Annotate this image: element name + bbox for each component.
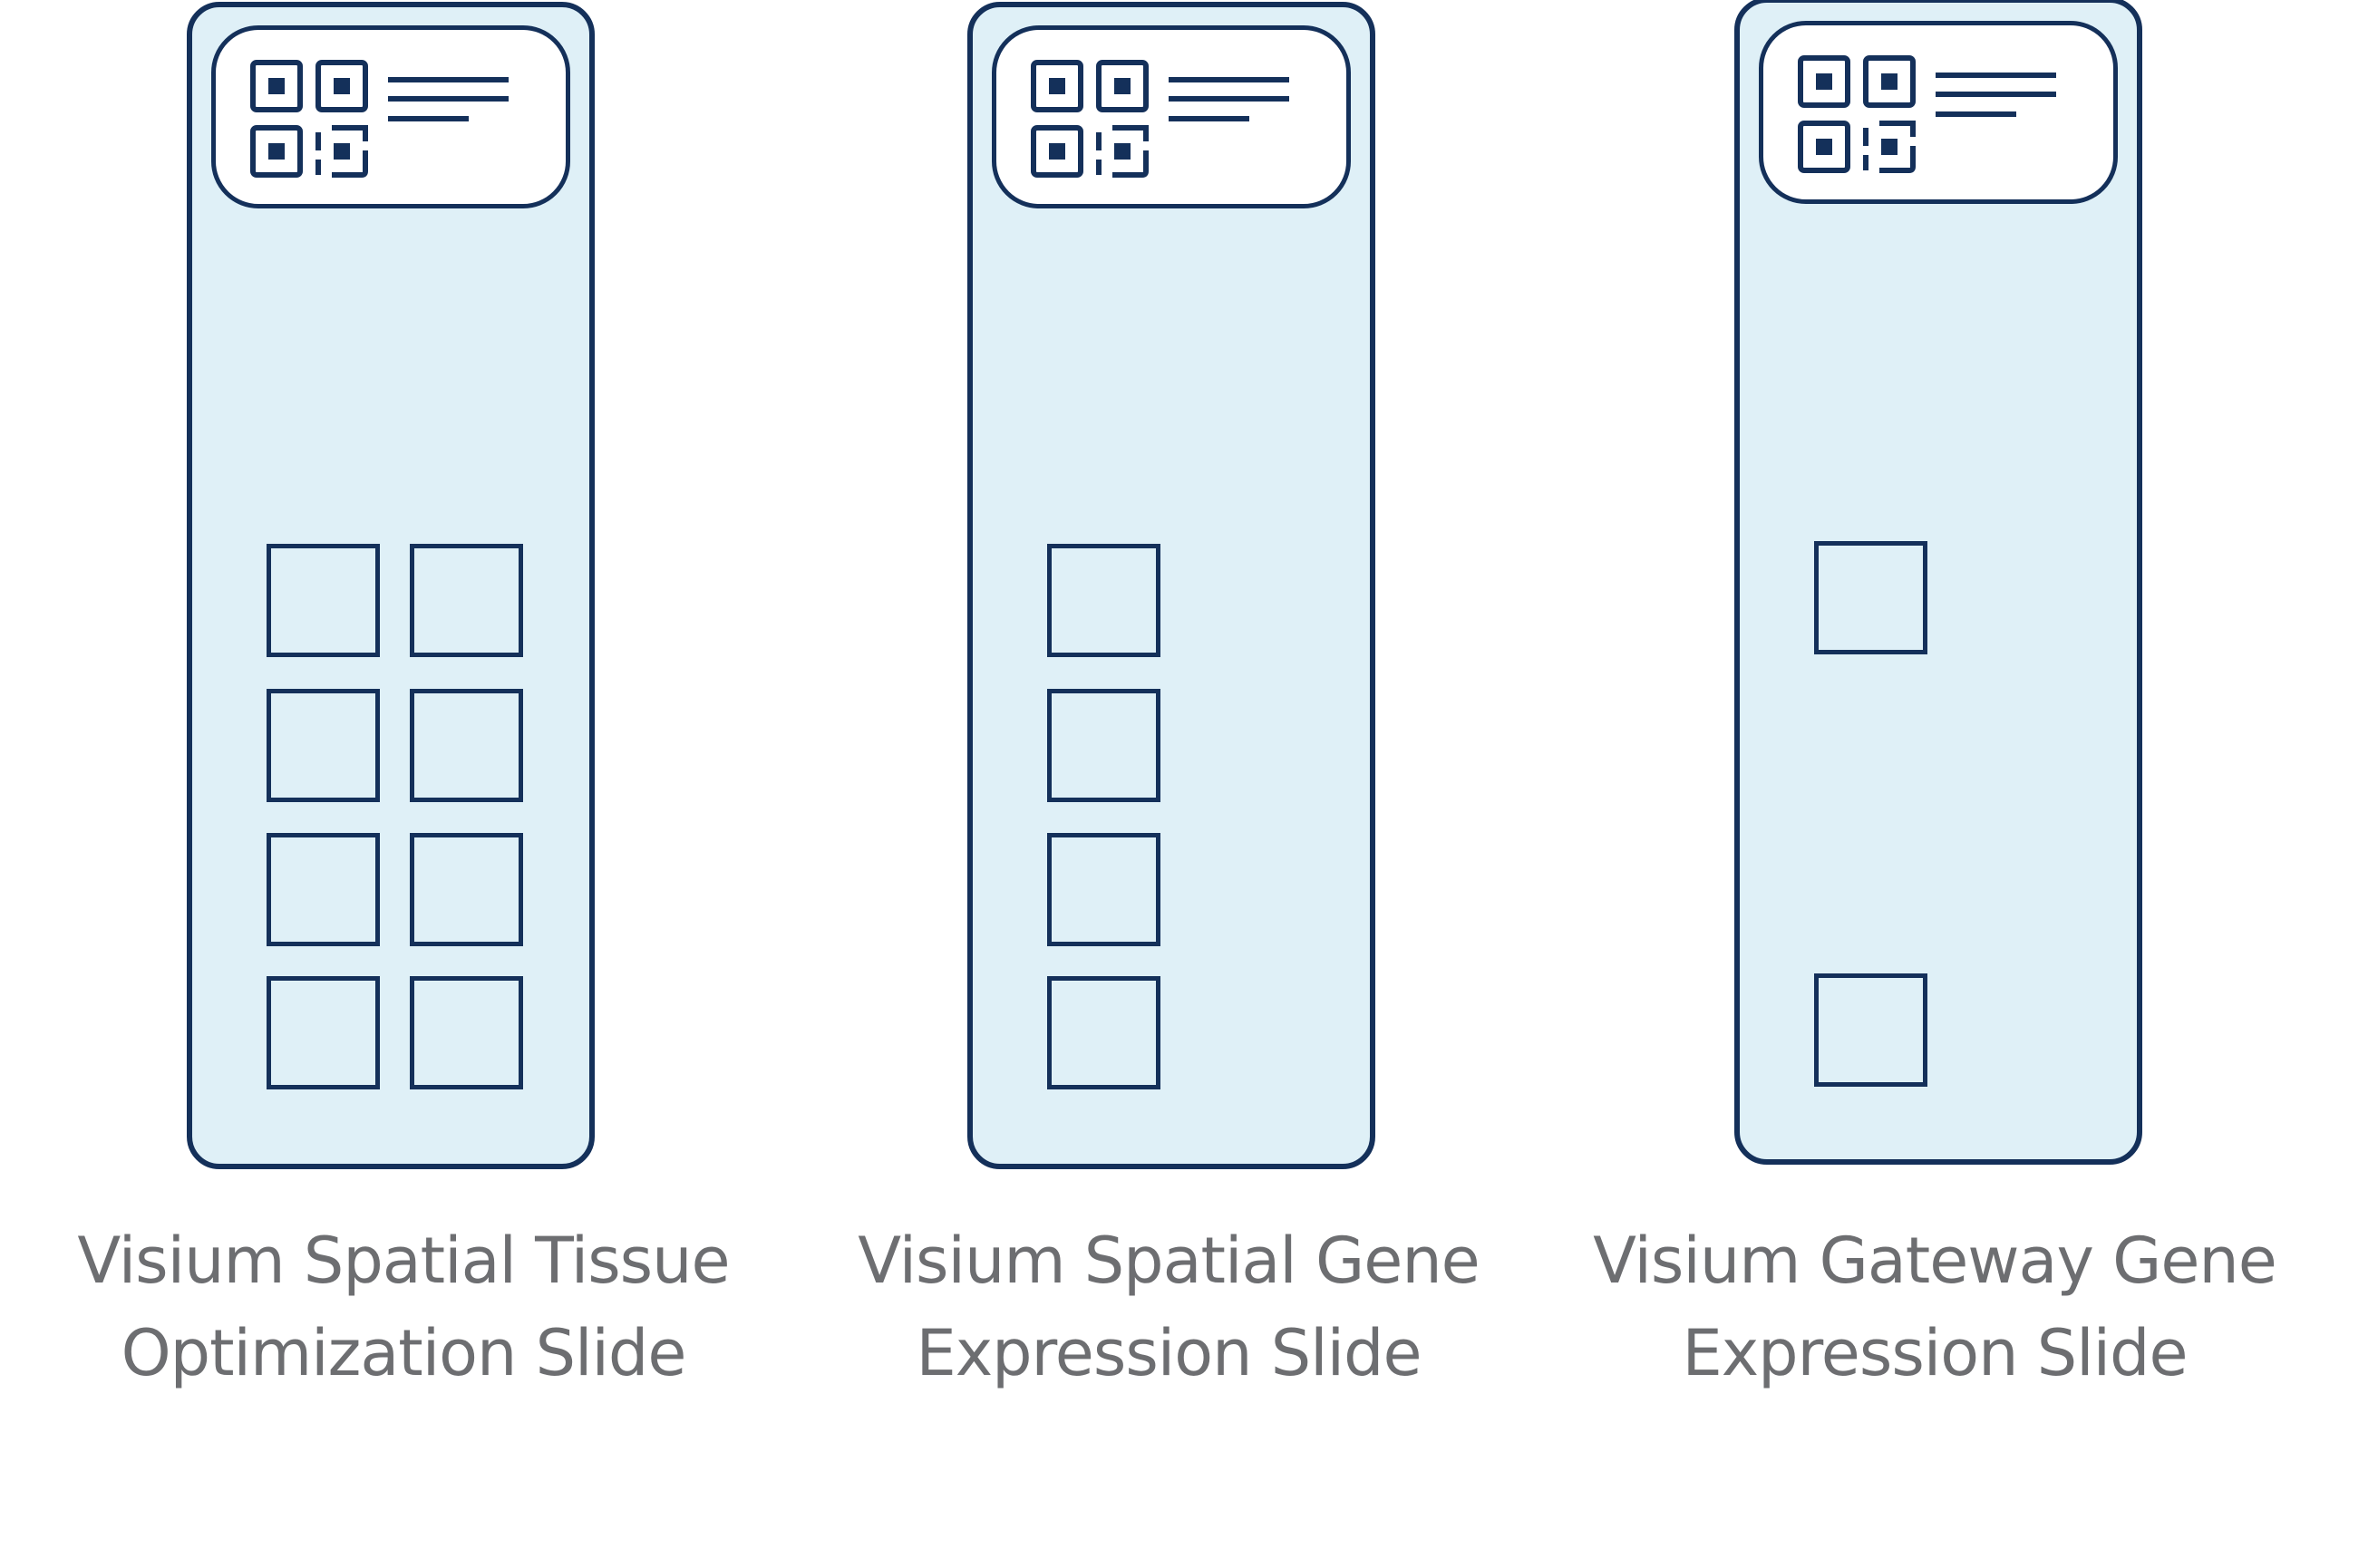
- capture-area: [267, 689, 380, 802]
- capture-area: [267, 976, 380, 1089]
- caption-caption-line1: Visium Spatial Gene: [858, 1224, 1480, 1298]
- capture-area: [267, 833, 380, 946]
- slide-1: [187, 2, 595, 1169]
- caption-caption-line2: Optimization Slide: [121, 1316, 687, 1390]
- label-text-line-icon: [1936, 73, 2056, 78]
- caption-caption-line1: Visium Spatial Tissue: [77, 1224, 730, 1298]
- caption-caption-line2: Expression Slide: [1682, 1316, 2188, 1390]
- qr-code-icon: [1798, 55, 1916, 173]
- label-text-line-icon: [1169, 116, 1249, 121]
- capture-area: [267, 544, 380, 657]
- slide-label-area: [211, 25, 570, 208]
- capture-area: [410, 833, 523, 946]
- slide-3: [1734, 0, 2142, 1165]
- caption-caption-line1: Visium Gateway Gene: [1593, 1224, 2277, 1298]
- label-text-line-icon: [1169, 96, 1289, 102]
- capture-area: [1047, 976, 1160, 1089]
- label-text-line-icon: [1169, 77, 1289, 82]
- capture-area: [1047, 544, 1160, 657]
- capture-area: [1814, 541, 1927, 654]
- label-text-line-icon: [388, 96, 509, 102]
- slide-label-area: [1759, 21, 2118, 204]
- label-text-line-icon: [1936, 92, 2056, 97]
- capture-area: [410, 976, 523, 1089]
- qr-code-icon: [1031, 60, 1149, 178]
- capture-area: [1047, 689, 1160, 802]
- qr-code-icon: [250, 60, 368, 178]
- label-text-line-icon: [388, 77, 509, 82]
- label-text-line-icon: [1936, 111, 2016, 117]
- capture-area: [410, 544, 523, 657]
- label-text-line-icon: [388, 116, 469, 121]
- slide-2: [967, 2, 1375, 1169]
- caption-caption-line2: Expression Slide: [916, 1316, 1422, 1390]
- capture-area: [1814, 973, 1927, 1087]
- slide-label-area: [992, 25, 1351, 208]
- capture-area: [1047, 833, 1160, 946]
- capture-area: [410, 689, 523, 802]
